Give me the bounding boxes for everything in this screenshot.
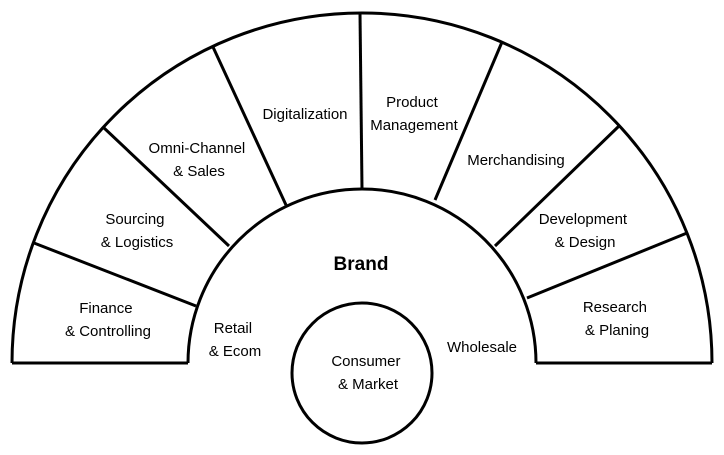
consumer-market-circle [290,301,434,445]
segment-label: Development & Design [539,211,632,251]
segment-line: Research [583,299,647,316]
segment-line: Finance [79,300,132,317]
core-line: & Market [338,376,399,393]
divider-5 [433,41,504,201]
segment-dividers [33,12,688,308]
segment-label: Digitalization [262,106,347,123]
segment-label: Finance & Controlling [65,300,151,340]
segment-label: Sourcing & Logistics [101,211,174,251]
divider-6 [493,124,621,248]
segment-line: & Controlling [65,323,151,340]
divider-7 [526,231,688,300]
left-channel-label: Retail & Ecom [209,320,262,360]
right-channel-label: Wholesale [447,339,517,356]
left-channel-line: & Ecom [209,343,262,360]
segment-label: Merchandising [467,152,565,169]
outer-ring [10,11,714,364]
segment-line: Digitalization [262,106,347,123]
segment-line: & Design [555,234,616,251]
segment-line: Merchandising [467,152,565,169]
segment-line: Sourcing [105,211,164,228]
segment-label: Omni-Channel & Sales [149,140,250,180]
left-channel-line: Retail [214,320,252,337]
brand-title: Brand [334,254,389,275]
core-label: Consumer & Market [331,353,404,393]
segment-line: & Logistics [101,234,174,251]
divider-1 [33,241,197,308]
segment-line: Omni-Channel [149,140,246,157]
segment-line: Management [370,117,458,134]
segment-labels: Finance & Controlling Sourcing & Logisti… [65,94,651,340]
segment-line: & Sales [173,163,225,180]
segment-line: Product [386,94,439,111]
divider-3 [211,46,288,206]
segment-line: & Planing [585,322,649,339]
segment-label: Product Management [370,94,458,134]
divider-2 [101,125,231,248]
segment-line: Development [539,211,628,228]
right-channel-line: Wholesale [447,339,517,356]
segment-label: Research & Planing [583,299,651,339]
core-line: Consumer [331,353,400,370]
divider-4 [358,12,364,190]
